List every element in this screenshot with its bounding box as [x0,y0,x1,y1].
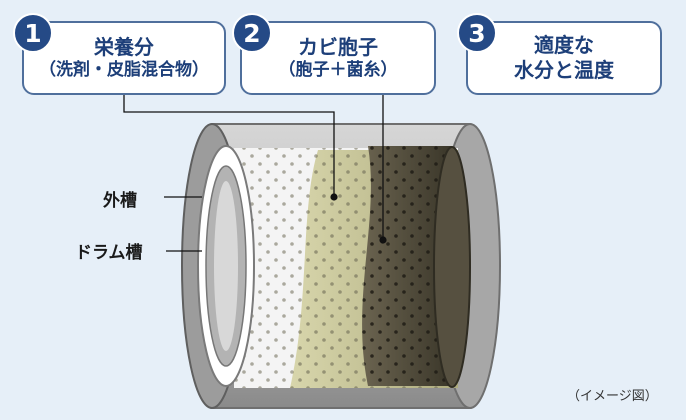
callout-subtitle: 水分と温度 [514,58,614,82]
callout-number-badge: 1 [13,13,53,53]
leader-line-1 [123,95,335,197]
callout-title: 適度な [534,33,594,57]
callout-title: 栄養分 [94,34,154,59]
callout-nutrients: 栄養分 （洗剤・皮脂混合物） [22,21,226,95]
callout-number-badge: 3 [457,13,497,53]
drum-right-end [433,146,471,388]
callout-number-badge: 2 [232,13,272,53]
callout-subtitle: （洗剤・皮脂混合物） [39,59,209,80]
image-caption: （イメージ図） [567,389,658,404]
callout-mold-spores: カビ胞子 （胞子＋菌糸） [240,21,436,95]
drum-tub-label: ドラム槽 [75,243,143,263]
callout-subtitle: （胞子＋菌糸） [278,59,398,80]
callout-moisture-temperature: 適度な 水分と温度 [466,21,662,95]
outer-tub-label: 外槽 [103,191,137,211]
leader-dot-2 [379,236,387,244]
leader-dot-1 [330,193,338,201]
callout-title: カビ胞子 [298,34,378,59]
